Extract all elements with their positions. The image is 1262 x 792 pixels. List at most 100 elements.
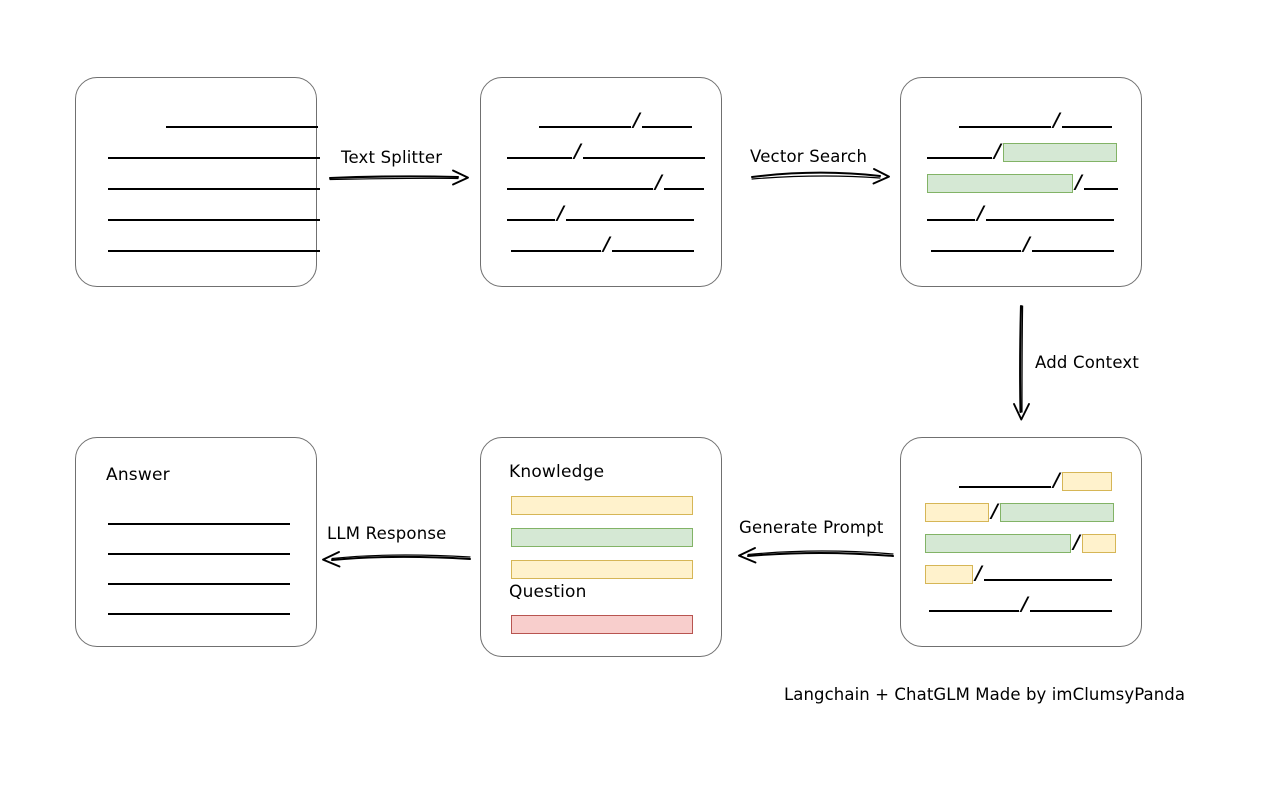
text-line-row: /	[507, 232, 694, 255]
box-split-chunks[interactable]: / / / / /	[480, 77, 722, 287]
text-line-row	[108, 174, 320, 192]
text-line-segment	[1061, 126, 1112, 128]
text-line-segment	[641, 126, 692, 128]
arrow-vector-search	[751, 168, 890, 185]
text-line-segment	[108, 613, 290, 615]
chunk-separator-slash: /	[994, 139, 1001, 162]
text-line-row: /	[925, 499, 1114, 522]
text-line-row	[108, 509, 290, 527]
text-line-row: /	[507, 201, 694, 224]
text-line-row: /	[507, 139, 705, 162]
arrow-text-splitter	[328, 169, 469, 186]
line-indent-spacer	[925, 481, 959, 482]
prompt-knowledge-heading: Knowledge	[509, 462, 605, 482]
text-line-row	[108, 112, 318, 130]
text-line-segment	[927, 219, 975, 221]
text-line-segment	[931, 250, 1021, 252]
highlighted-chunk-green	[1002, 142, 1117, 162]
text-line-row	[108, 539, 290, 557]
highlighted-chunk-green	[927, 173, 1073, 193]
box-vector-matched-chunks[interactable]: / / / / /	[900, 77, 1142, 287]
text-line-row	[108, 599, 290, 617]
text-line-row	[108, 236, 320, 254]
text-line-row	[108, 143, 320, 161]
text-line-segment	[983, 579, 1112, 581]
text-line-segment	[108, 157, 320, 159]
line-indent-spacer	[925, 605, 929, 606]
text-line-segment	[985, 219, 1114, 221]
line-indent-spacer	[108, 121, 166, 122]
text-line-segment	[959, 126, 1051, 128]
chunk-separator-slash: /	[1053, 468, 1060, 491]
text-line-row: /	[925, 592, 1112, 615]
text-line-segment	[507, 188, 653, 190]
text-line-segment	[108, 583, 290, 585]
text-line-segment	[108, 523, 290, 525]
text-line-row: /	[927, 232, 1114, 255]
chunk-separator-slash: /	[633, 108, 640, 131]
text-line-segment	[507, 219, 555, 221]
text-line-segment	[959, 486, 1051, 488]
highlighted-chunk-yellow	[1081, 533, 1116, 553]
knowledge-bar-1	[511, 496, 693, 515]
arrow-label-llm-response: LLM Response	[327, 524, 447, 543]
chunk-separator-slash: /	[1075, 170, 1082, 193]
chunk-separator-slash: /	[1073, 530, 1080, 553]
question-bar-1	[511, 615, 693, 634]
chunk-separator-slash: /	[991, 499, 998, 522]
arrow-label-generate-prompt: Generate Prompt	[739, 518, 884, 537]
lines-answer	[76, 438, 316, 646]
text-line-row: /	[927, 139, 1117, 162]
box-answer[interactable]: Answer	[75, 437, 317, 647]
text-line-segment	[565, 219, 694, 221]
text-line-row: /	[925, 530, 1116, 553]
text-line-segment	[507, 157, 572, 159]
box-prompt[interactable]: Knowledge Question	[480, 437, 722, 657]
text-line-segment	[1031, 250, 1114, 252]
text-line-row: /	[925, 561, 1112, 584]
chunk-separator-slash: /	[975, 561, 982, 584]
text-line-row	[108, 569, 290, 587]
chunk-separator-slash: /	[603, 232, 610, 255]
box-context-added-chunks[interactable]: / / / / /	[900, 437, 1142, 647]
chunk-separator-slash: /	[557, 201, 564, 224]
text-line-row: /	[507, 172, 704, 192]
text-line-row: /	[925, 468, 1112, 491]
chunk-separator-slash: /	[1023, 232, 1030, 255]
arrow-label-text-splitter: Text Splitter	[341, 148, 443, 167]
chunk-separator-slash: /	[1053, 108, 1060, 131]
line-indent-spacer	[507, 121, 539, 122]
text-line-row: /	[927, 170, 1118, 193]
text-line-segment	[108, 250, 320, 252]
line-indent-spacer	[927, 121, 959, 122]
chunk-separator-slash: /	[977, 201, 984, 224]
knowledge-bar-2	[511, 528, 693, 547]
highlighted-chunk-green	[999, 502, 1114, 522]
arrow-label-vector-search: Vector Search	[750, 147, 868, 166]
highlighted-chunk-yellow	[925, 564, 973, 584]
credit-text: Langchain + ChatGLM Made by imClumsyPand…	[784, 685, 1186, 704]
text-line-segment	[511, 250, 601, 252]
lines-source-document	[76, 78, 320, 286]
box-source-document[interactable]	[75, 77, 320, 287]
arrow-label-add-context: Add Context	[1035, 353, 1140, 372]
text-line-row	[108, 205, 320, 223]
chunk-separator-slash: /	[1021, 592, 1028, 615]
text-line-segment	[108, 188, 320, 190]
text-line-segment	[108, 219, 320, 221]
lines-split-chunks: / / / / /	[481, 78, 721, 286]
prompt-question-heading: Question	[509, 582, 587, 602]
text-line-segment	[611, 250, 694, 252]
answer-heading: Answer	[106, 465, 170, 485]
knowledge-bar-3	[511, 560, 693, 579]
text-line-segment	[929, 610, 1019, 612]
text-line-segment	[1029, 610, 1112, 612]
chunk-separator-slash: /	[574, 139, 581, 162]
line-indent-spacer	[927, 245, 931, 246]
text-line-segment	[108, 553, 290, 555]
lines-context-added-chunks: / / / / /	[901, 438, 1141, 646]
text-line-segment	[927, 157, 992, 159]
text-line-segment	[539, 126, 631, 128]
text-line-segment	[582, 157, 705, 159]
